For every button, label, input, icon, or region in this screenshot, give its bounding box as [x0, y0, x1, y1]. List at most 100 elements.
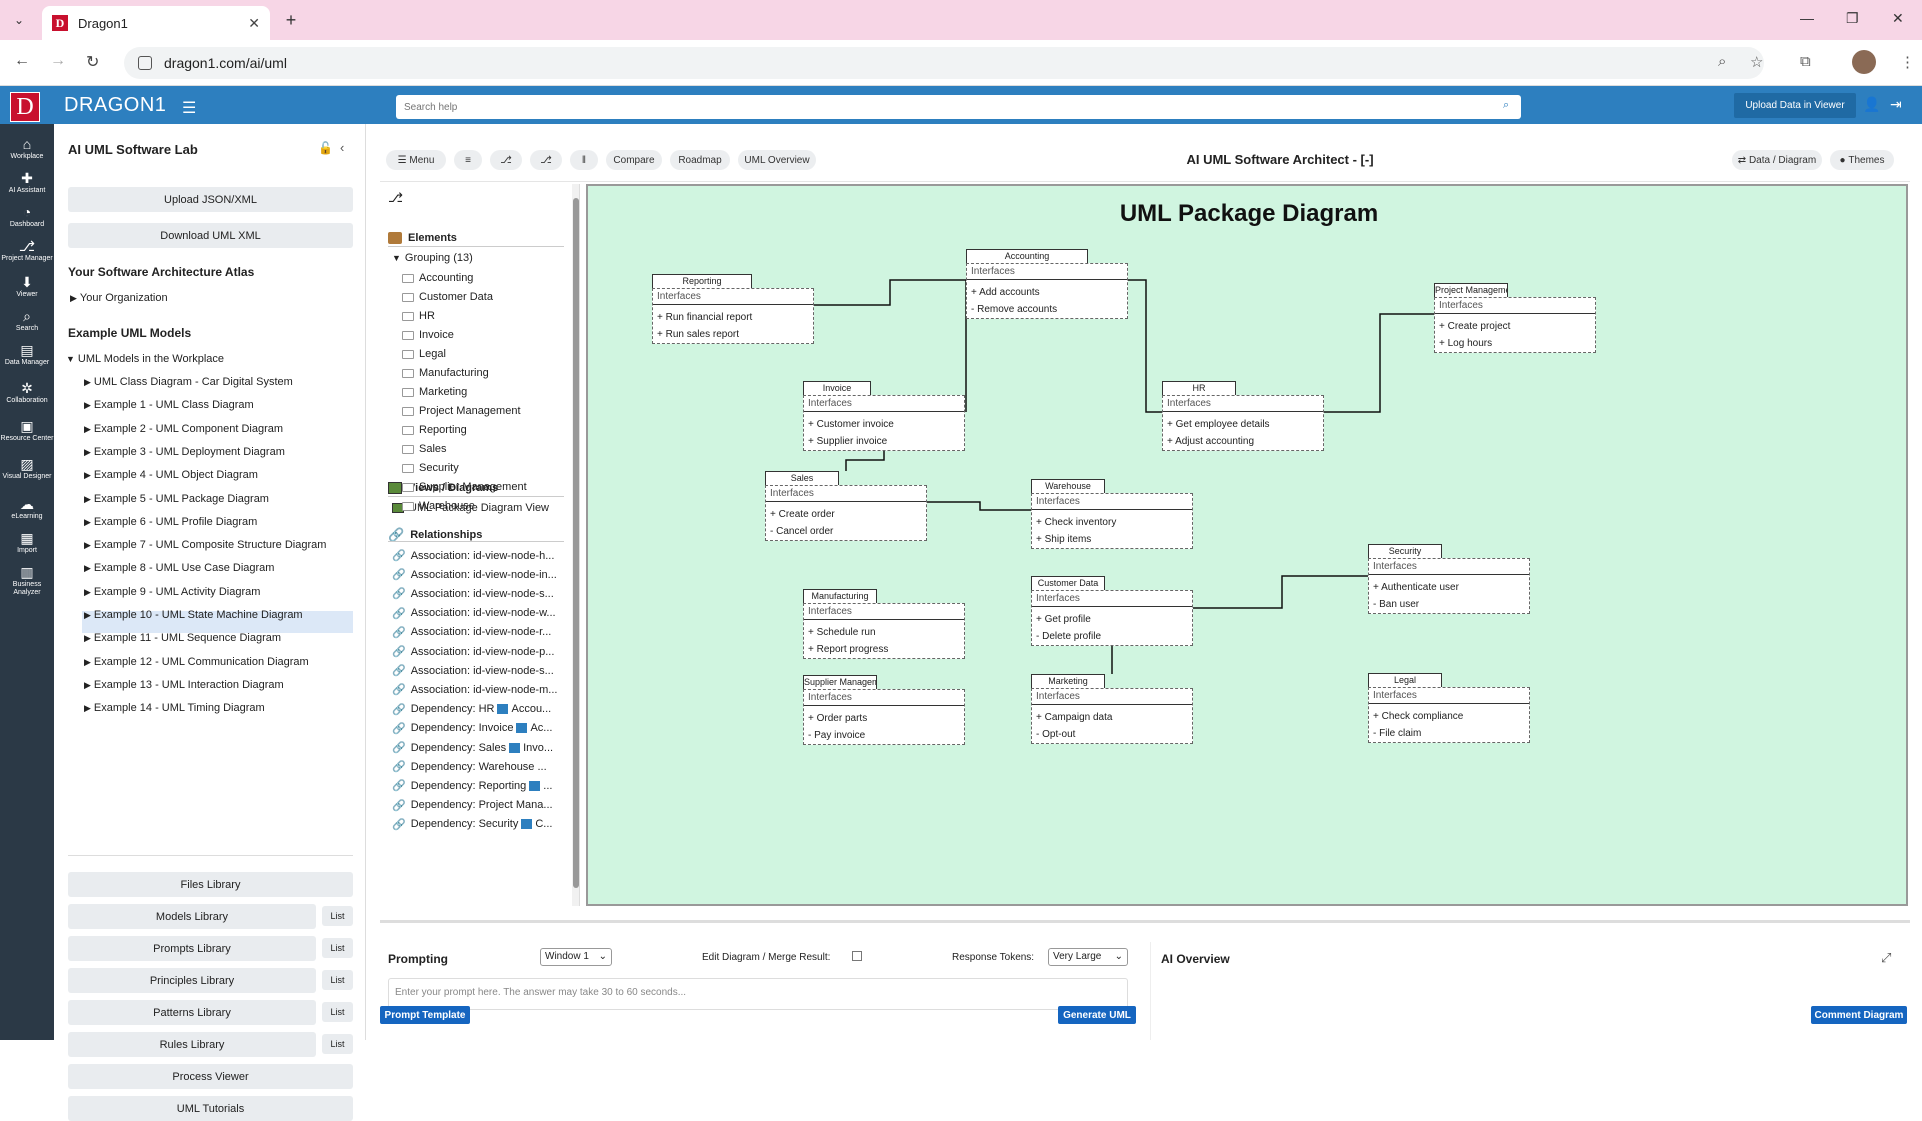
group-item[interactable]: Security	[402, 462, 459, 474]
group-item[interactable]: Warehouse	[402, 500, 475, 512]
menu-button[interactable]: ☰ Menu	[386, 150, 446, 170]
relationship-item[interactable]: 🔗Association: id-view-node-h...	[392, 549, 555, 563]
hierarchy-button[interactable]: ⎇	[490, 150, 522, 170]
example-model-item[interactable]: ▶Example 1 - UML Class Diagram	[84, 399, 254, 412]
example-model-item[interactable]: ▶Example 13 - UML Interaction Diagram	[84, 678, 284, 691]
example-model-item[interactable]: ▶Example 6 - UML Profile Diagram	[84, 515, 258, 528]
library-button[interactable]: Files Library	[68, 872, 353, 897]
example-model-item[interactable]: ▶Example 7 - UML Composite Structure Dia…	[84, 539, 327, 552]
close-tab-icon[interactable]: ✕	[248, 14, 260, 31]
library-button[interactable]: Patterns Library	[68, 1000, 316, 1025]
scrollbar-thumb[interactable]	[573, 198, 579, 888]
forward-icon[interactable]: →	[50, 52, 66, 69]
logout-icon[interactable]: ⇥	[1890, 96, 1902, 112]
new-tab-icon[interactable]: +	[285, 9, 297, 30]
group-item[interactable]: Marketing	[402, 386, 467, 398]
grouping-node[interactable]: ▼Grouping (13)	[392, 252, 473, 264]
nav-item-10[interactable]: ☁eLearning	[0, 496, 54, 521]
browser-menu-icon[interactable]: ⋮	[1900, 54, 1915, 71]
views-section[interactable]: Views / Diagrams	[388, 482, 498, 494]
tree-your-organization[interactable]: ▶Your Organization	[70, 292, 168, 304]
search-icon[interactable]: ⌕	[1503, 99, 1510, 111]
edit-diagram-checkbox[interactable]	[852, 951, 862, 961]
lock-icon[interactable]: 🔓	[318, 141, 333, 155]
nav-item-2[interactable]: ◔Dashboard	[0, 204, 54, 229]
example-model-item[interactable]: ▶Example 9 - UML Activity Diagram	[84, 585, 261, 598]
library-list-button[interactable]: List	[322, 1034, 353, 1054]
nav-item-5[interactable]: ⌕Search	[0, 308, 54, 333]
example-model-item[interactable]: ▶Example 5 - UML Package Diagram	[84, 492, 269, 505]
url-bar[interactable]: dragon1.com/ai/uml	[124, 47, 1764, 79]
relationship-item[interactable]: 🔗Association: id-view-node-p...	[392, 645, 555, 659]
back-icon[interactable]: ←	[14, 52, 30, 69]
example-model-item[interactable]: ▶Example 2 - UML Component Diagram	[84, 422, 284, 435]
group-item[interactable]: Legal	[402, 348, 446, 360]
library-list-button[interactable]: List	[322, 970, 353, 990]
relationship-item[interactable]: 🔗Dependency: Project Mana...	[392, 799, 553, 812]
relationship-item[interactable]: 🔗Association: id-view-node-s...	[392, 664, 554, 678]
relationship-item[interactable]: 🔗Association: id-view-node-w...	[392, 607, 556, 620]
group-item[interactable]: Customer Data	[402, 291, 493, 303]
minimize-icon[interactable]: —	[1800, 10, 1814, 26]
library-button[interactable]: Rules Library	[68, 1032, 316, 1057]
dragon1-logo[interactable]: D	[10, 92, 40, 122]
relationship-item[interactable]: 🔗Association: id-view-node-s...	[392, 587, 554, 601]
library-button[interactable]: Models Library	[68, 904, 316, 929]
reload-icon[interactable]: ↻	[86, 54, 100, 71]
tree-workplace-group[interactable]: ▼UML Models in the Workplace	[66, 353, 225, 365]
group-item[interactable]: Manufacturing	[402, 367, 489, 379]
library-button[interactable]: Principles Library	[68, 968, 316, 993]
uml-overview-button[interactable]: UML Overview	[738, 150, 816, 170]
library-list-button[interactable]: List	[322, 938, 353, 958]
example-model-item[interactable]: ▶Example 14 - UML Timing Diagram	[84, 702, 265, 715]
profile-avatar[interactable]	[1852, 50, 1876, 74]
roadmap-button[interactable]: Roadmap	[670, 150, 730, 170]
nav-item-4[interactable]: ⬇Viewer	[0, 274, 54, 299]
generate-uml-button[interactable]: Generate UML	[1058, 1006, 1136, 1024]
nav-item-9[interactable]: ▨Visual Designer	[0, 456, 54, 481]
group-item[interactable]: Sales	[402, 443, 447, 455]
library-button[interactable]: Process Viewer	[68, 1064, 353, 1089]
group-item[interactable]: HR	[402, 310, 435, 322]
group-item[interactable]: Supplier Management	[402, 481, 527, 493]
collapse-panel-icon[interactable]: ‹	[340, 140, 345, 155]
group-item[interactable]: Invoice	[402, 329, 454, 341]
upload-data-viewer-button[interactable]: Upload Data in Viewer	[1734, 93, 1856, 118]
nav-item-0[interactable]: ⌂Workplace	[0, 136, 54, 161]
browser-tab[interactable]: D Dragon1 ✕	[42, 6, 270, 40]
restore-icon[interactable]: ❐	[1846, 10, 1859, 26]
nav-item-8[interactable]: ▣Resource Center	[0, 418, 54, 443]
panel-splitter[interactable]	[380, 920, 1910, 923]
nav-item-6[interactable]: ▤Data Manager	[0, 342, 54, 367]
bookmark-star-icon[interactable]: ☆	[1750, 54, 1764, 71]
library-button[interactable]: UML Tutorials	[68, 1096, 353, 1121]
download-uml-button[interactable]: Download UML XML	[68, 223, 353, 248]
columns-button[interactable]: ‖	[570, 150, 598, 170]
example-model-item[interactable]: ▶Example 8 - UML Use Case Diagram	[84, 562, 275, 575]
hamburger-menu-icon[interactable]: ☰	[182, 100, 197, 117]
prompt-input[interactable]: Enter your prompt here. The answer may t…	[388, 978, 1128, 1010]
group-item[interactable]: Accounting	[402, 272, 473, 284]
close-window-icon[interactable]: ✕	[1892, 10, 1904, 26]
example-model-item[interactable]: ▶Example 12 - UML Communication Diagram	[84, 655, 309, 668]
library-button[interactable]: Prompts Library	[68, 936, 316, 961]
relationship-item[interactable]: 🔗Association: id-view-node-r...	[392, 626, 552, 639]
prompt-template-button[interactable]: Prompt Template	[380, 1006, 470, 1024]
relationship-item[interactable]: 🔗Dependency: Warehouse ...	[392, 760, 547, 774]
library-list-button[interactable]: List	[322, 906, 353, 926]
nav-item-3[interactable]: ⎇Project Manager	[0, 238, 54, 263]
group-item[interactable]: Project Management	[402, 405, 521, 417]
comment-diagram-button[interactable]: Comment Diagram	[1811, 1006, 1907, 1024]
tree-view-button[interactable]: ≡	[454, 150, 482, 170]
example-model-item[interactable]: ▶Example 3 - UML Deployment Diagram	[84, 445, 285, 458]
window-select[interactable]: Window 1⌄	[540, 948, 612, 966]
relationships-section[interactable]: 🔗Relationships	[388, 527, 483, 542]
example-model-item[interactable]: ▶Example 4 - UML Object Diagram	[84, 469, 258, 482]
example-model-item[interactable]: ▶Example 11 - UML Sequence Diagram	[84, 632, 282, 645]
search-help-input[interactable]	[396, 95, 1521, 119]
extensions-icon[interactable]: ⧉	[1800, 53, 1811, 70]
data-diagram-button[interactable]: ⇄ Data / Diagram	[1732, 150, 1822, 170]
